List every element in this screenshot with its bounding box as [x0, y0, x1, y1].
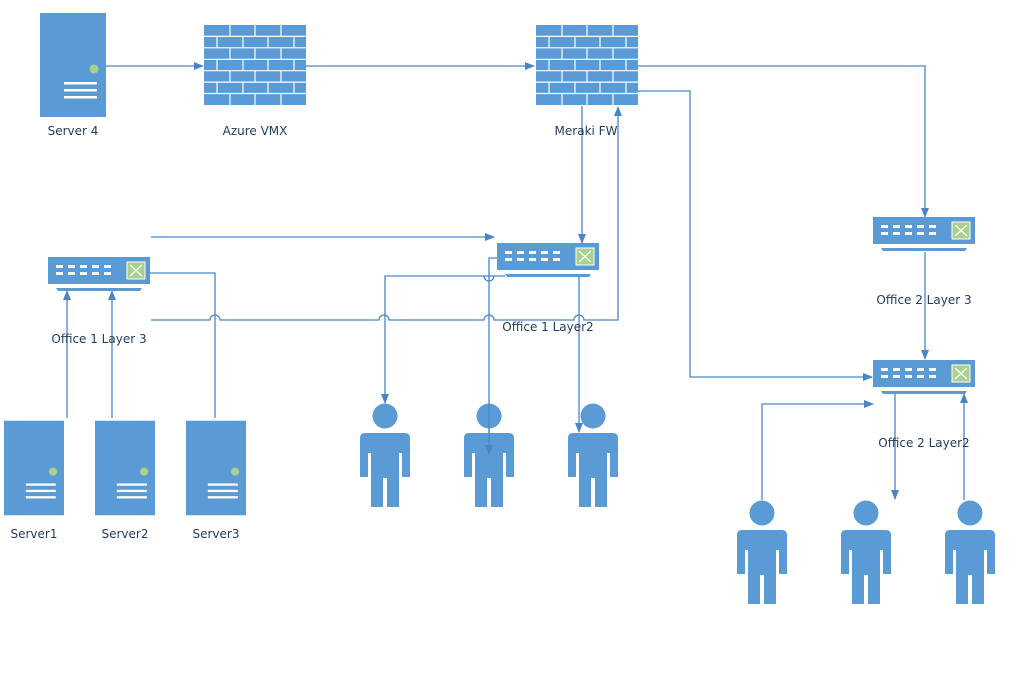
node-azure-vmx[interactable]: Azure VMX	[204, 25, 306, 138]
user-icon[interactable]	[360, 403, 410, 508]
user-icon[interactable]	[841, 500, 891, 605]
server-icon	[95, 420, 155, 516]
node-office2-layer3[interactable]: Office 2 Layer 3	[873, 217, 975, 307]
node-label: Server1	[11, 527, 58, 541]
edge-meraki-office2l2	[638, 90, 873, 381]
switch-icon	[873, 217, 975, 251]
firewall-icon	[536, 25, 638, 105]
node-server4[interactable]: Server 4	[40, 13, 106, 138]
user-icon[interactable]	[737, 500, 787, 605]
connectors	[63, 62, 968, 500]
node-server2[interactable]: Server2	[95, 420, 155, 541]
node-label: Office 1 Layer2	[502, 320, 593, 334]
user-icon[interactable]	[568, 403, 618, 508]
node-label: Meraki FW	[555, 124, 618, 138]
node-office1-layer3[interactable]: Office 1 Layer 3	[48, 257, 150, 346]
switch-icon	[873, 360, 975, 394]
user-icon[interactable]	[945, 500, 995, 605]
node-label: Office 2 Layer2	[878, 436, 969, 450]
edge-meraki-office2l3	[638, 65, 929, 218]
node-label: Office 2 Layer 3	[876, 293, 971, 307]
node-label: Server 4	[48, 124, 99, 138]
node-meraki-fw[interactable]: Meraki FW	[536, 25, 638, 138]
edge-user4-office2l2	[761, 400, 874, 500]
node-server1[interactable]: Server1	[4, 420, 64, 541]
edge-office1l2-user1	[381, 275, 505, 404]
node-office2-layer2[interactable]: Office 2 Layer2	[873, 360, 975, 450]
server-icon	[4, 420, 64, 516]
edge-office1l3-meraki	[151, 106, 622, 321]
switch-icon	[48, 257, 150, 291]
switch-icon	[497, 243, 599, 277]
node-label: Server3	[193, 527, 240, 541]
firewall-icon	[204, 25, 306, 105]
server-icon	[40, 13, 106, 117]
node-label: Office 1 Layer 3	[51, 332, 146, 346]
node-server3[interactable]: Server3	[186, 420, 246, 541]
edge-office1l2-user2	[485, 257, 498, 455]
node-label: Server2	[102, 527, 149, 541]
server-icon	[186, 420, 246, 516]
node-office1-layer2[interactable]: Office 1 Layer2	[497, 243, 599, 334]
node-label: Azure VMX	[223, 124, 288, 138]
